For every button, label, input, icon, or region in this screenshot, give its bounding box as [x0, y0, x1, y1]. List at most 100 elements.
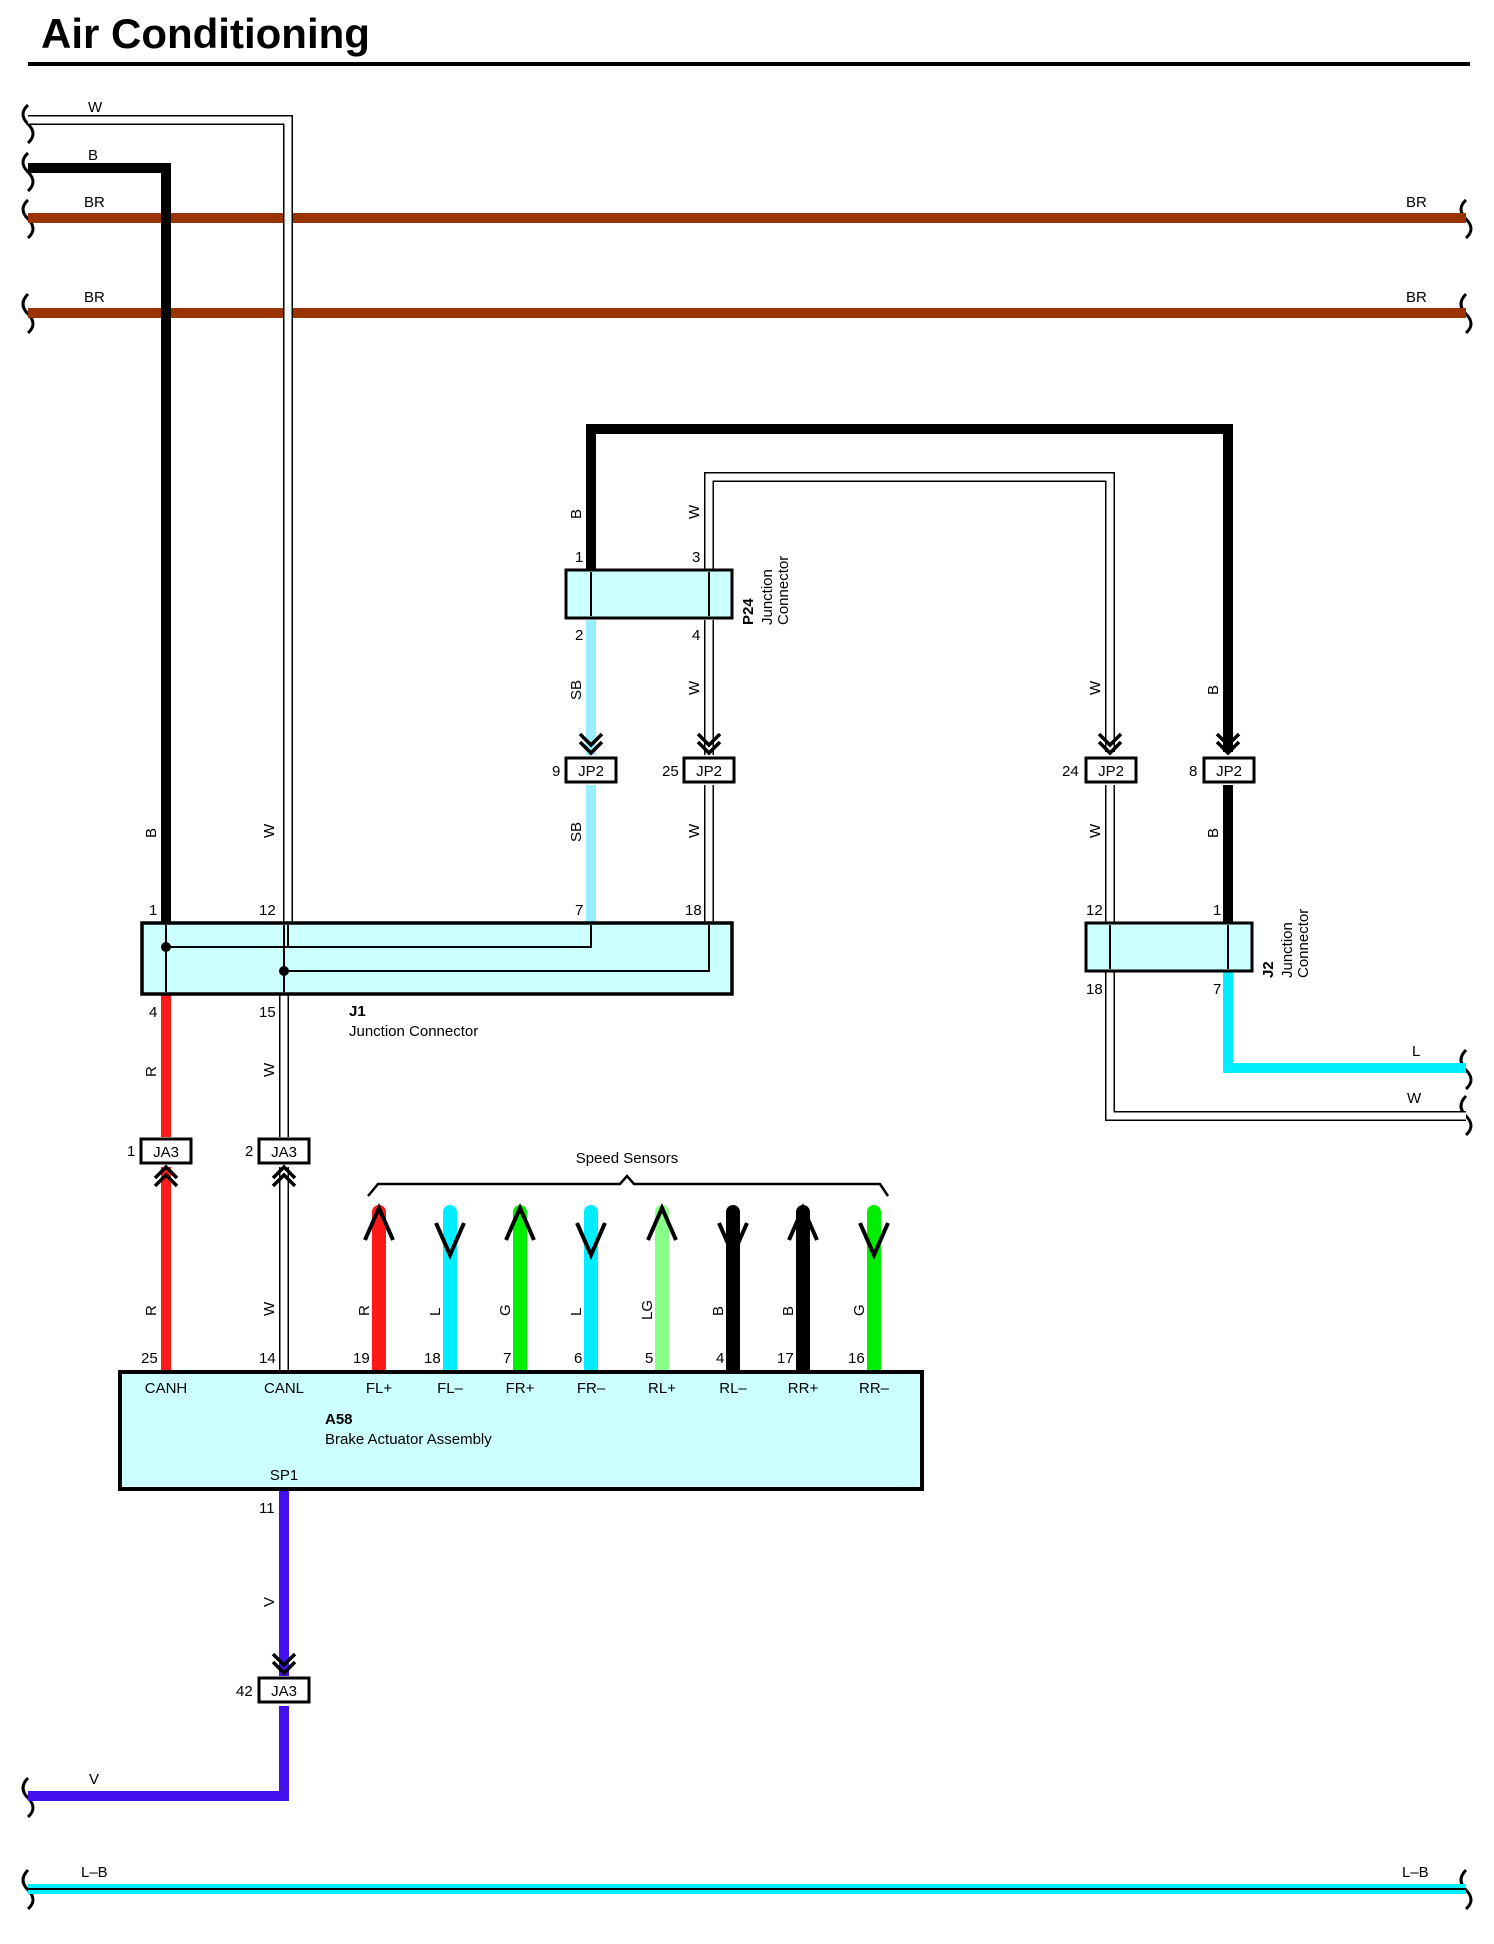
svg-text:2: 2 [575, 627, 583, 644]
svg-text:8: 8 [1189, 763, 1197, 780]
wire-label: W [261, 1062, 278, 1077]
wire-label: SB [568, 680, 585, 700]
splice-dot [279, 966, 289, 976]
wire-label: V [261, 1597, 278, 1607]
wire-label: R [356, 1305, 373, 1316]
arrow-down-icon [717, 1222, 749, 1260]
svg-text:RR–: RR– [859, 1380, 890, 1397]
arrow-up-icon [504, 1203, 536, 1241]
wire-label: B [88, 147, 98, 164]
wire-label: B [780, 1306, 797, 1316]
svg-text:FL+: FL+ [366, 1380, 393, 1397]
p24-label: P24 Junction Connector [740, 556, 792, 625]
wire-break-marks [21, 103, 1473, 1911]
wire-label: W [686, 504, 703, 519]
wire-label: B [1205, 685, 1222, 695]
a58-id: A58 [325, 1411, 353, 1428]
b-wire-p24-j2 [586, 424, 1233, 752]
svg-text:4: 4 [149, 1004, 157, 1021]
svg-text:24: 24 [1062, 763, 1079, 780]
connector-ja3-2: JA3 [257, 1137, 311, 1188]
svg-text:JA3: JA3 [271, 1683, 297, 1700]
svg-text:18: 18 [685, 902, 702, 919]
connector-j2 [1084, 921, 1254, 973]
arrow-down-icon [575, 1222, 607, 1260]
svg-text:RR+: RR+ [788, 1380, 819, 1397]
svg-text:JP2: JP2 [578, 763, 604, 780]
arrow-down-icon [858, 1222, 890, 1260]
arrow-up-icon [646, 1203, 678, 1241]
wire-label: B [568, 509, 585, 519]
chevron-up-icon [153, 1164, 179, 1188]
arrow-up-icon [363, 1203, 395, 1241]
wire-label: BR [1406, 194, 1427, 211]
w-wire-p24-jp2 [704, 472, 1115, 752]
svg-text:J2: J2 [1260, 961, 1277, 978]
svg-text:18: 18 [1086, 981, 1103, 998]
svg-text:FR–: FR– [577, 1380, 606, 1397]
page-title: Air Conditioning [41, 10, 370, 57]
chevron-down-icon [578, 732, 604, 756]
svg-text:2: 2 [245, 1143, 253, 1160]
svg-text:JP2: JP2 [1098, 763, 1124, 780]
svg-text:P24: P24 [740, 598, 757, 625]
wire-label: BR [84, 194, 105, 211]
pin-numbers: 1 3 2 4 9 25 24 8 1 12 7 18 4 15 12 1 18… [127, 549, 1221, 1700]
j2-label: J2 Junction Connector [1260, 909, 1312, 978]
chevron-down-icon [696, 732, 722, 756]
connector-jp2-8: JP2 [1202, 732, 1256, 784]
wire-label: W [1087, 680, 1104, 695]
connector-ja3-42: JA3 [257, 1652, 311, 1704]
svg-text:RL–: RL– [719, 1380, 747, 1397]
svg-text:CANH: CANH [145, 1380, 188, 1397]
wire-label: L [1412, 1043, 1420, 1060]
svg-text:14: 14 [259, 1350, 276, 1367]
svg-text:19: 19 [353, 1350, 370, 1367]
wire-labels-vertical: B W SB W SB W W B W B B W R W R W R L G … [143, 504, 1222, 1607]
svg-text:4: 4 [716, 1350, 724, 1367]
svg-text:1: 1 [127, 1143, 135, 1160]
speed-sensor-wires [372, 1205, 881, 1379]
wire-label: W [261, 1301, 278, 1316]
w-wire-j2 [1105, 972, 1466, 1121]
wire-label: W [686, 823, 703, 838]
svg-text:12: 12 [1086, 902, 1103, 919]
svg-text:FL–: FL– [437, 1380, 464, 1397]
svg-text:25: 25 [662, 763, 679, 780]
connector-jp2-24: JP2 [1084, 732, 1138, 784]
wire-label: R [143, 1066, 160, 1077]
b-wire-top [28, 163, 171, 925]
connector-p24 [564, 568, 734, 620]
svg-text:17: 17 [777, 1350, 794, 1367]
wire-label: L–B [81, 1864, 108, 1881]
wire-label: LG [639, 1300, 656, 1320]
svg-text:11: 11 [259, 1500, 275, 1517]
arrow-up-icon [787, 1203, 819, 1241]
svg-text:9: 9 [552, 763, 560, 780]
wire-label: B [1205, 828, 1222, 838]
wire-label: R [143, 1305, 160, 1316]
svg-text:JA3: JA3 [153, 1144, 179, 1161]
connector-a58 [118, 1370, 924, 1491]
svg-text:15: 15 [259, 1004, 276, 1021]
wire-label: L [568, 1308, 585, 1316]
svg-text:CANL: CANL [264, 1380, 304, 1397]
speed-sensor-arrows [363, 1203, 890, 1260]
a58-name: Brake Actuator Assembly [325, 1431, 492, 1448]
svg-text:1: 1 [1213, 902, 1221, 919]
svg-text:JP2: JP2 [696, 763, 722, 780]
wire-label: L–B [1402, 1864, 1429, 1881]
wire-label: SB [568, 822, 585, 842]
svg-text:7: 7 [575, 902, 583, 919]
svg-text:12: 12 [259, 902, 276, 919]
j1-id: J1 [349, 1003, 366, 1020]
svg-text:16: 16 [848, 1350, 865, 1367]
wire-label: V [89, 1771, 99, 1788]
connector-j1 [140, 921, 734, 996]
connector-jp2-25: JP2 [682, 732, 736, 784]
wire-label: W [686, 680, 703, 695]
svg-text:JA3: JA3 [271, 1144, 297, 1161]
wire-label: L [427, 1308, 444, 1316]
svg-text:1: 1 [149, 902, 157, 919]
svg-text:Connector: Connector [1295, 909, 1312, 978]
